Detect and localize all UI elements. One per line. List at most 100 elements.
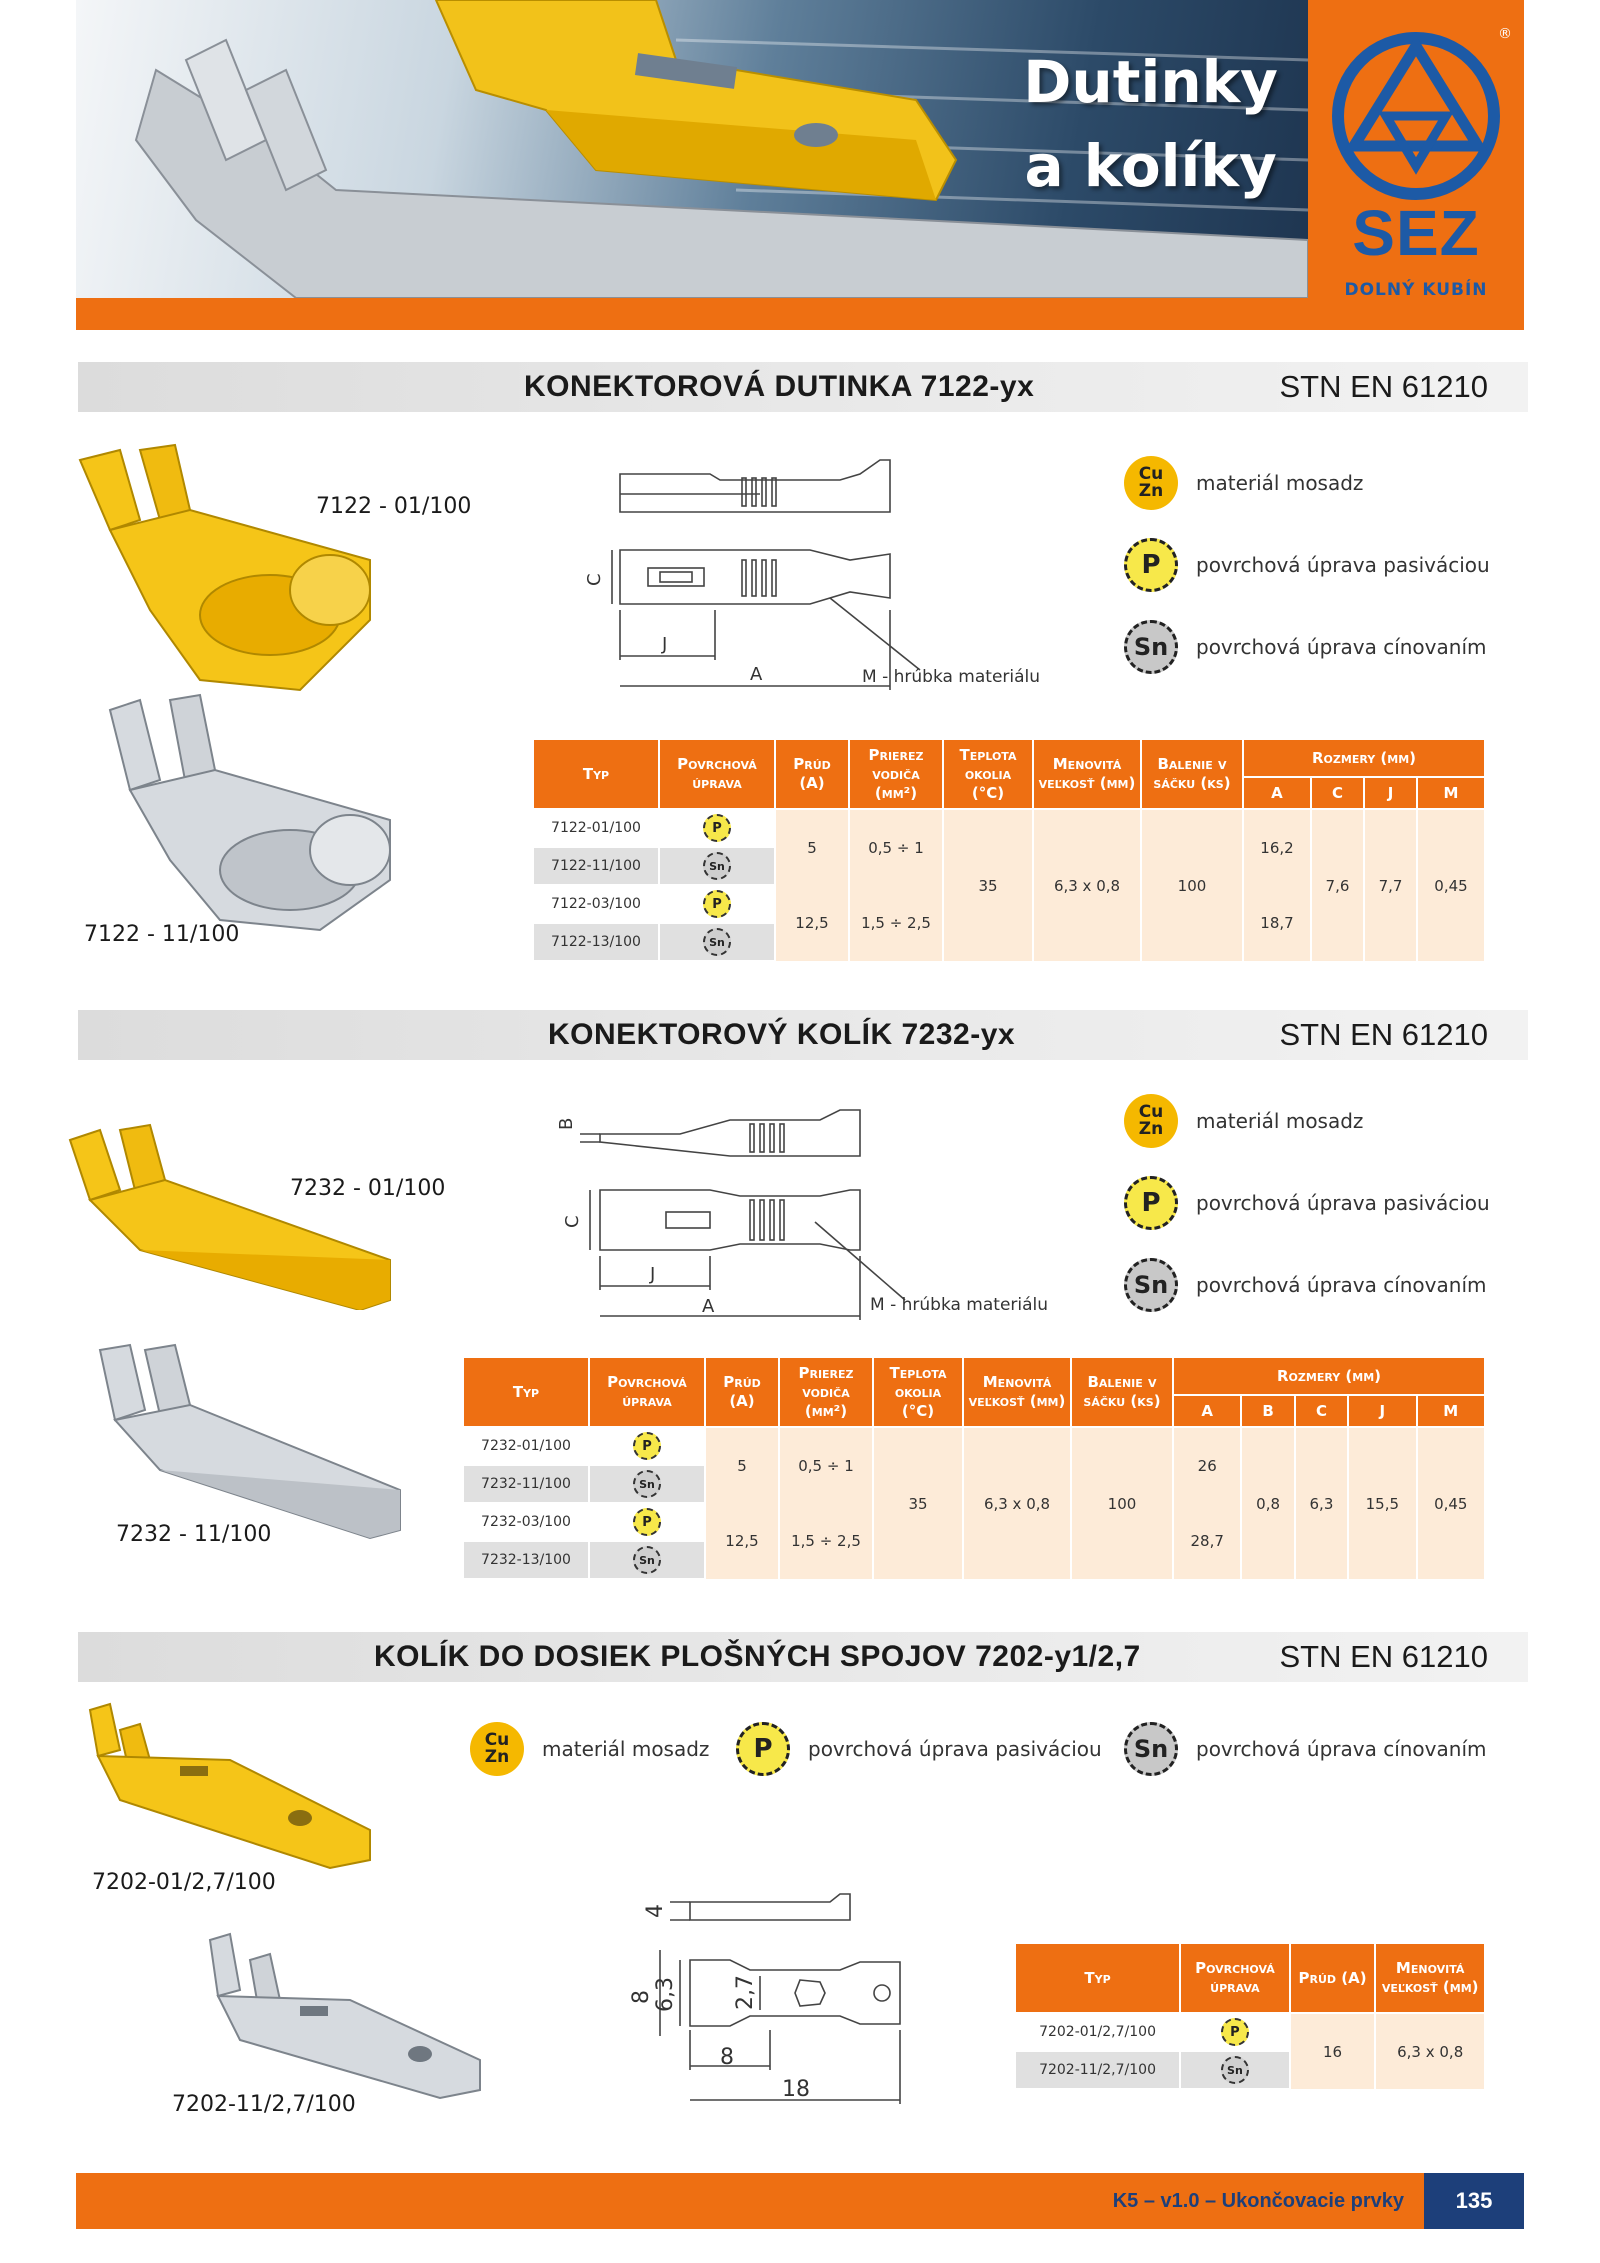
table-cell: 7,6 <box>1309 809 1365 961</box>
footer: K5 – v1.0 – Ukončovacie prvky 135 <box>76 2173 1524 2229</box>
table-cell: 18,7 <box>1242 885 1312 961</box>
company-logo: ® SEZ DOLNÝ KUBÍN <box>1308 0 1524 300</box>
table-header-cell: Menovitá veľkosť (mm) <box>1032 738 1142 810</box>
table-row: 7122-11/100 <box>532 847 660 886</box>
dim-8-horizontal: 8 <box>720 2045 734 2070</box>
table-row: 7232-13/100 <box>462 1541 590 1580</box>
table-cell: P <box>1179 2013 1291 2052</box>
table-header-cell: J <box>1347 1394 1418 1428</box>
table-cell: Sn <box>658 923 776 962</box>
banner-title-line2: a kolíky <box>1024 132 1277 200</box>
table-cell: 35 <box>872 1427 964 1579</box>
table-header-cell: Prierez vodiča (mm²) <box>848 738 944 810</box>
table-cell: 16,2 <box>1242 809 1312 885</box>
section2-header: KONEKTOROVÝ KOLÍK 7232-yx STN EN 61210 <box>78 1010 1528 1060</box>
table-cell: 0,45 <box>1416 809 1486 961</box>
passivation-icon: P <box>703 814 731 842</box>
table-cell: 6,3 <box>1293 1427 1350 1579</box>
table-header-cell: J <box>1362 776 1419 810</box>
passivation-icon: P <box>703 890 731 918</box>
table-cell: 35 <box>942 809 1034 961</box>
photo-7202-11 <box>208 1932 481 2100</box>
table-cell: 5 <box>774 809 850 885</box>
table-7232: Typ Povrchová úprava Prúd (A) Prierez vo… <box>462 1356 1487 1580</box>
dim-18: 18 <box>782 2077 810 2102</box>
dim-6-3: 6,3 <box>653 1977 678 2012</box>
photo-label-7202-01: 7202-01/2,7/100 <box>92 1870 276 1895</box>
tinning-icon: Sn <box>1124 1258 1178 1312</box>
dim-m: M - hrúbka materiálu <box>870 1295 1048 1315</box>
table-header-cell: Menovitá veľkosť (mm) <box>962 1356 1072 1428</box>
passivation-icon: P <box>1124 1176 1178 1230</box>
table-cell: P <box>658 885 776 924</box>
table-row: 7122-03/100 <box>532 885 660 924</box>
photo-7232-01 <box>68 1123 391 1310</box>
photo-label-7122-01: 7122 - 01/100 <box>316 494 472 519</box>
table-header-cell: A <box>1171 1394 1243 1428</box>
table-header-cell: Prierez vodiča (mm²) <box>778 1356 874 1428</box>
banner-illustration <box>134 0 1308 298</box>
logo-emblem-icon <box>1332 32 1500 200</box>
header-banner: Dutinky a kolíky ® SEZ DOLNÝ KUBÍN <box>76 0 1524 330</box>
table-cell: 6,3 x 0,8 <box>1374 2013 1486 2089</box>
table-header-cell: Typ <box>462 1356 590 1428</box>
passivation-icon: P <box>1220 2018 1249 2046</box>
dim-a: A <box>750 664 763 685</box>
section3-standard: STN EN 61210 <box>1279 1639 1489 1674</box>
tinning-icon: Sn <box>1220 2056 1249 2084</box>
drawing-7202: 4 8 6,3 2,7 8 18 <box>629 1893 901 2104</box>
table-cell: 7,7 <box>1362 809 1419 961</box>
photo-label-7232-11: 7232 - 11/100 <box>116 1522 272 1547</box>
logo-text: SEZ <box>1352 197 1480 269</box>
dim-m: M - hrúbka materiálu <box>862 667 1040 687</box>
dim-j: J <box>649 1264 655 1285</box>
table-cell: 12,5 <box>774 885 850 961</box>
passivation-icon: P <box>1124 538 1178 592</box>
photo-label-7202-11: 7202-11/2,7/100 <box>172 2092 356 2117</box>
legend-passivation-1: P povrchová úprava pasiváciou <box>1124 538 1490 592</box>
table-header-cell: Teplota okolia (°C) <box>872 1356 964 1428</box>
table-row: 7232-01/100 <box>462 1427 590 1466</box>
tinning-icon: Sn <box>703 852 731 880</box>
table-header-cell: B <box>1240 1394 1296 1428</box>
table-cell: P <box>588 1503 706 1542</box>
table-cell: 5 <box>704 1427 780 1503</box>
legend-tinning-2: Sn povrchová úprava cínovaním <box>1124 1258 1486 1312</box>
table-cell: 26 <box>1171 1427 1243 1503</box>
passivation-icon: P <box>633 1432 661 1460</box>
table-7202: Typ Povrchová úprava Prúd (A) Menovitá v… <box>1013 1942 1486 2090</box>
table-header-cell: Povrchová úprava <box>1179 1942 1291 2014</box>
table-row: 7202-01/2,7/100 <box>1013 2013 1182 2052</box>
dim-b: B <box>556 1118 577 1130</box>
tinning-icon: Sn <box>1124 620 1178 674</box>
section2-title: KONEKTOROVÝ KOLÍK 7232-yx <box>548 1018 1016 1051</box>
section3-header: KOLÍK DO DOSIEK PLOŠNÝCH SPOJOV 7202-y1/… <box>78 1632 1528 1682</box>
legend-passivation-2: P povrchová úprava pasiváciou <box>1124 1176 1490 1230</box>
dim-4: 4 <box>643 1904 668 1918</box>
table-cell: 12,5 <box>704 1503 780 1579</box>
table-header-cell: Teplota okolia (°C) <box>942 738 1034 810</box>
table-cell: 0,45 <box>1415 1427 1487 1579</box>
legend-tinning-3: Sn povrchová úprava cínovaním <box>1124 1722 1486 1776</box>
table-cell: P <box>658 809 776 848</box>
table-header-cell: Typ <box>532 738 660 810</box>
photo-label-7122-11: 7122 - 11/100 <box>84 922 240 947</box>
tinning-icon: Sn <box>703 928 731 956</box>
dim-8-vertical: 8 <box>629 1990 654 2004</box>
table-cell: 16 <box>1288 2013 1377 2089</box>
passivation-icon: P <box>736 1722 790 1776</box>
banner-title: Dutinky a kolíky <box>1023 40 1278 208</box>
table-header-cell: Rozmery (mm) <box>1172 1356 1486 1396</box>
table-header-cell: Prúd (A) <box>704 1356 780 1428</box>
table-cell: 0,5 ÷ 1 <box>848 809 944 885</box>
drawing-7232: B C J A M - hrúbka materiálu <box>556 1109 1048 1320</box>
photo-label-7232-01: 7232 - 01/100 <box>290 1176 446 1201</box>
table-header-cell: Balenie v sáčku (ks) <box>1140 738 1244 810</box>
table-header-cell: Povrchová úprava <box>658 738 776 810</box>
banner-title-line1: Dutinky <box>1023 48 1278 116</box>
legend-tinning-1: Sn povrchová úprava cínovaním <box>1124 620 1486 674</box>
tinning-icon: Sn <box>1124 1722 1178 1776</box>
